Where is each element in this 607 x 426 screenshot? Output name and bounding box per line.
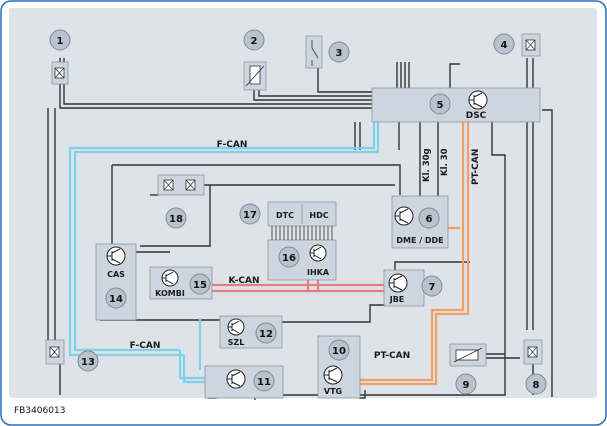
jbe-transistor bbox=[388, 273, 408, 293]
cas-transistor bbox=[106, 246, 126, 266]
badge-16: 16 bbox=[278, 246, 300, 268]
badge-5: 5 bbox=[429, 93, 451, 115]
badge-15: 15 bbox=[189, 273, 211, 295]
signal-wires bbox=[47, 58, 553, 400]
svg-text:7: 7 bbox=[429, 282, 436, 293]
badge-11: 11 bbox=[253, 370, 275, 392]
svg-text:2: 2 bbox=[251, 36, 258, 47]
badge-17: 17 bbox=[239, 203, 261, 225]
dtc-hdc-pins bbox=[271, 226, 333, 240]
kl30g-label: Kl. 30g bbox=[422, 148, 432, 182]
szl-transistor bbox=[227, 318, 245, 336]
ihka-label: IHKA bbox=[307, 268, 330, 277]
sensor-9 bbox=[449, 343, 487, 367]
badge-8: 8 bbox=[525, 373, 547, 395]
badge-14: 14 bbox=[105, 287, 127, 309]
svg-text:12: 12 bbox=[259, 329, 273, 340]
transistor-symbols bbox=[106, 90, 488, 389]
svg-text:10: 10 bbox=[332, 346, 346, 357]
svg-text:3: 3 bbox=[336, 48, 343, 59]
sensor-4 bbox=[521, 33, 541, 57]
badge-9: 9 bbox=[455, 373, 477, 395]
svg-text:15: 15 bbox=[193, 280, 207, 291]
ptcan-vertical-label: PT-CAN bbox=[471, 149, 481, 185]
figure-code: FB3406013 bbox=[14, 406, 65, 416]
kombi-transistor bbox=[161, 269, 179, 287]
svg-text:17: 17 bbox=[243, 210, 257, 221]
dme-transistor bbox=[394, 206, 414, 226]
badge-3: 3 bbox=[328, 41, 350, 63]
module11-transistor bbox=[226, 369, 246, 389]
vtg-label: VTG bbox=[324, 387, 342, 396]
svg-text:9: 9 bbox=[463, 380, 470, 391]
kcan-bus bbox=[212, 270, 384, 293]
badge-10: 10 bbox=[328, 339, 350, 361]
badge-7: 7 bbox=[421, 275, 443, 297]
badge-12: 12 bbox=[255, 322, 277, 344]
svg-text:8: 8 bbox=[533, 380, 540, 391]
fcan-top-label: F-CAN bbox=[217, 140, 248, 150]
svg-text:14: 14 bbox=[109, 294, 123, 305]
sensor-2 bbox=[243, 61, 267, 91]
dme-dde-label: DME / DDE bbox=[396, 236, 443, 245]
badge-2: 2 bbox=[243, 29, 265, 51]
badge-4: 4 bbox=[493, 33, 515, 55]
ptcan-horizontal-label: PT-CAN bbox=[374, 351, 410, 361]
svg-text:5: 5 bbox=[437, 100, 444, 111]
kombi-label: KOMBI bbox=[155, 289, 185, 298]
jbe-label: JBE bbox=[389, 295, 405, 304]
kl30-label: Kl. 30 bbox=[440, 148, 450, 176]
sensor-13 bbox=[45, 339, 65, 365]
badge-18: 18 bbox=[165, 207, 187, 229]
fcan-bus bbox=[68, 122, 380, 384]
szl-label: SZL bbox=[228, 338, 245, 347]
sensor-8 bbox=[523, 339, 543, 365]
svg-text:16: 16 bbox=[282, 253, 296, 264]
svg-text:13: 13 bbox=[81, 357, 95, 368]
vtg-transistor bbox=[323, 365, 343, 385]
switch-3 bbox=[305, 35, 323, 69]
svg-text:6: 6 bbox=[426, 214, 433, 225]
dsc-module bbox=[371, 87, 541, 123]
ihka-transistor bbox=[309, 244, 327, 262]
kcan-label: K-CAN bbox=[228, 276, 259, 286]
dsc-label: DSC bbox=[466, 111, 487, 121]
badge-1: 1 bbox=[49, 29, 71, 51]
svg-text:1: 1 bbox=[57, 36, 64, 47]
number-badges: 1 2 3 4 5 6 7 8 9 10 11 12 13 14 15 16 1… bbox=[49, 29, 547, 395]
svg-text:18: 18 bbox=[169, 214, 183, 225]
fcan-bottom-label: F-CAN bbox=[130, 341, 161, 351]
dtc-label: DTC bbox=[276, 211, 294, 220]
sensor-1 bbox=[51, 61, 69, 85]
badge-6: 6 bbox=[418, 207, 440, 229]
svg-text:11: 11 bbox=[257, 377, 271, 388]
cas-label: CAS bbox=[107, 270, 125, 279]
dsc-transistor bbox=[468, 90, 488, 110]
hdc-label: HDC bbox=[309, 211, 328, 220]
badge-13: 13 bbox=[77, 350, 99, 372]
svg-text:4: 4 bbox=[501, 40, 508, 51]
